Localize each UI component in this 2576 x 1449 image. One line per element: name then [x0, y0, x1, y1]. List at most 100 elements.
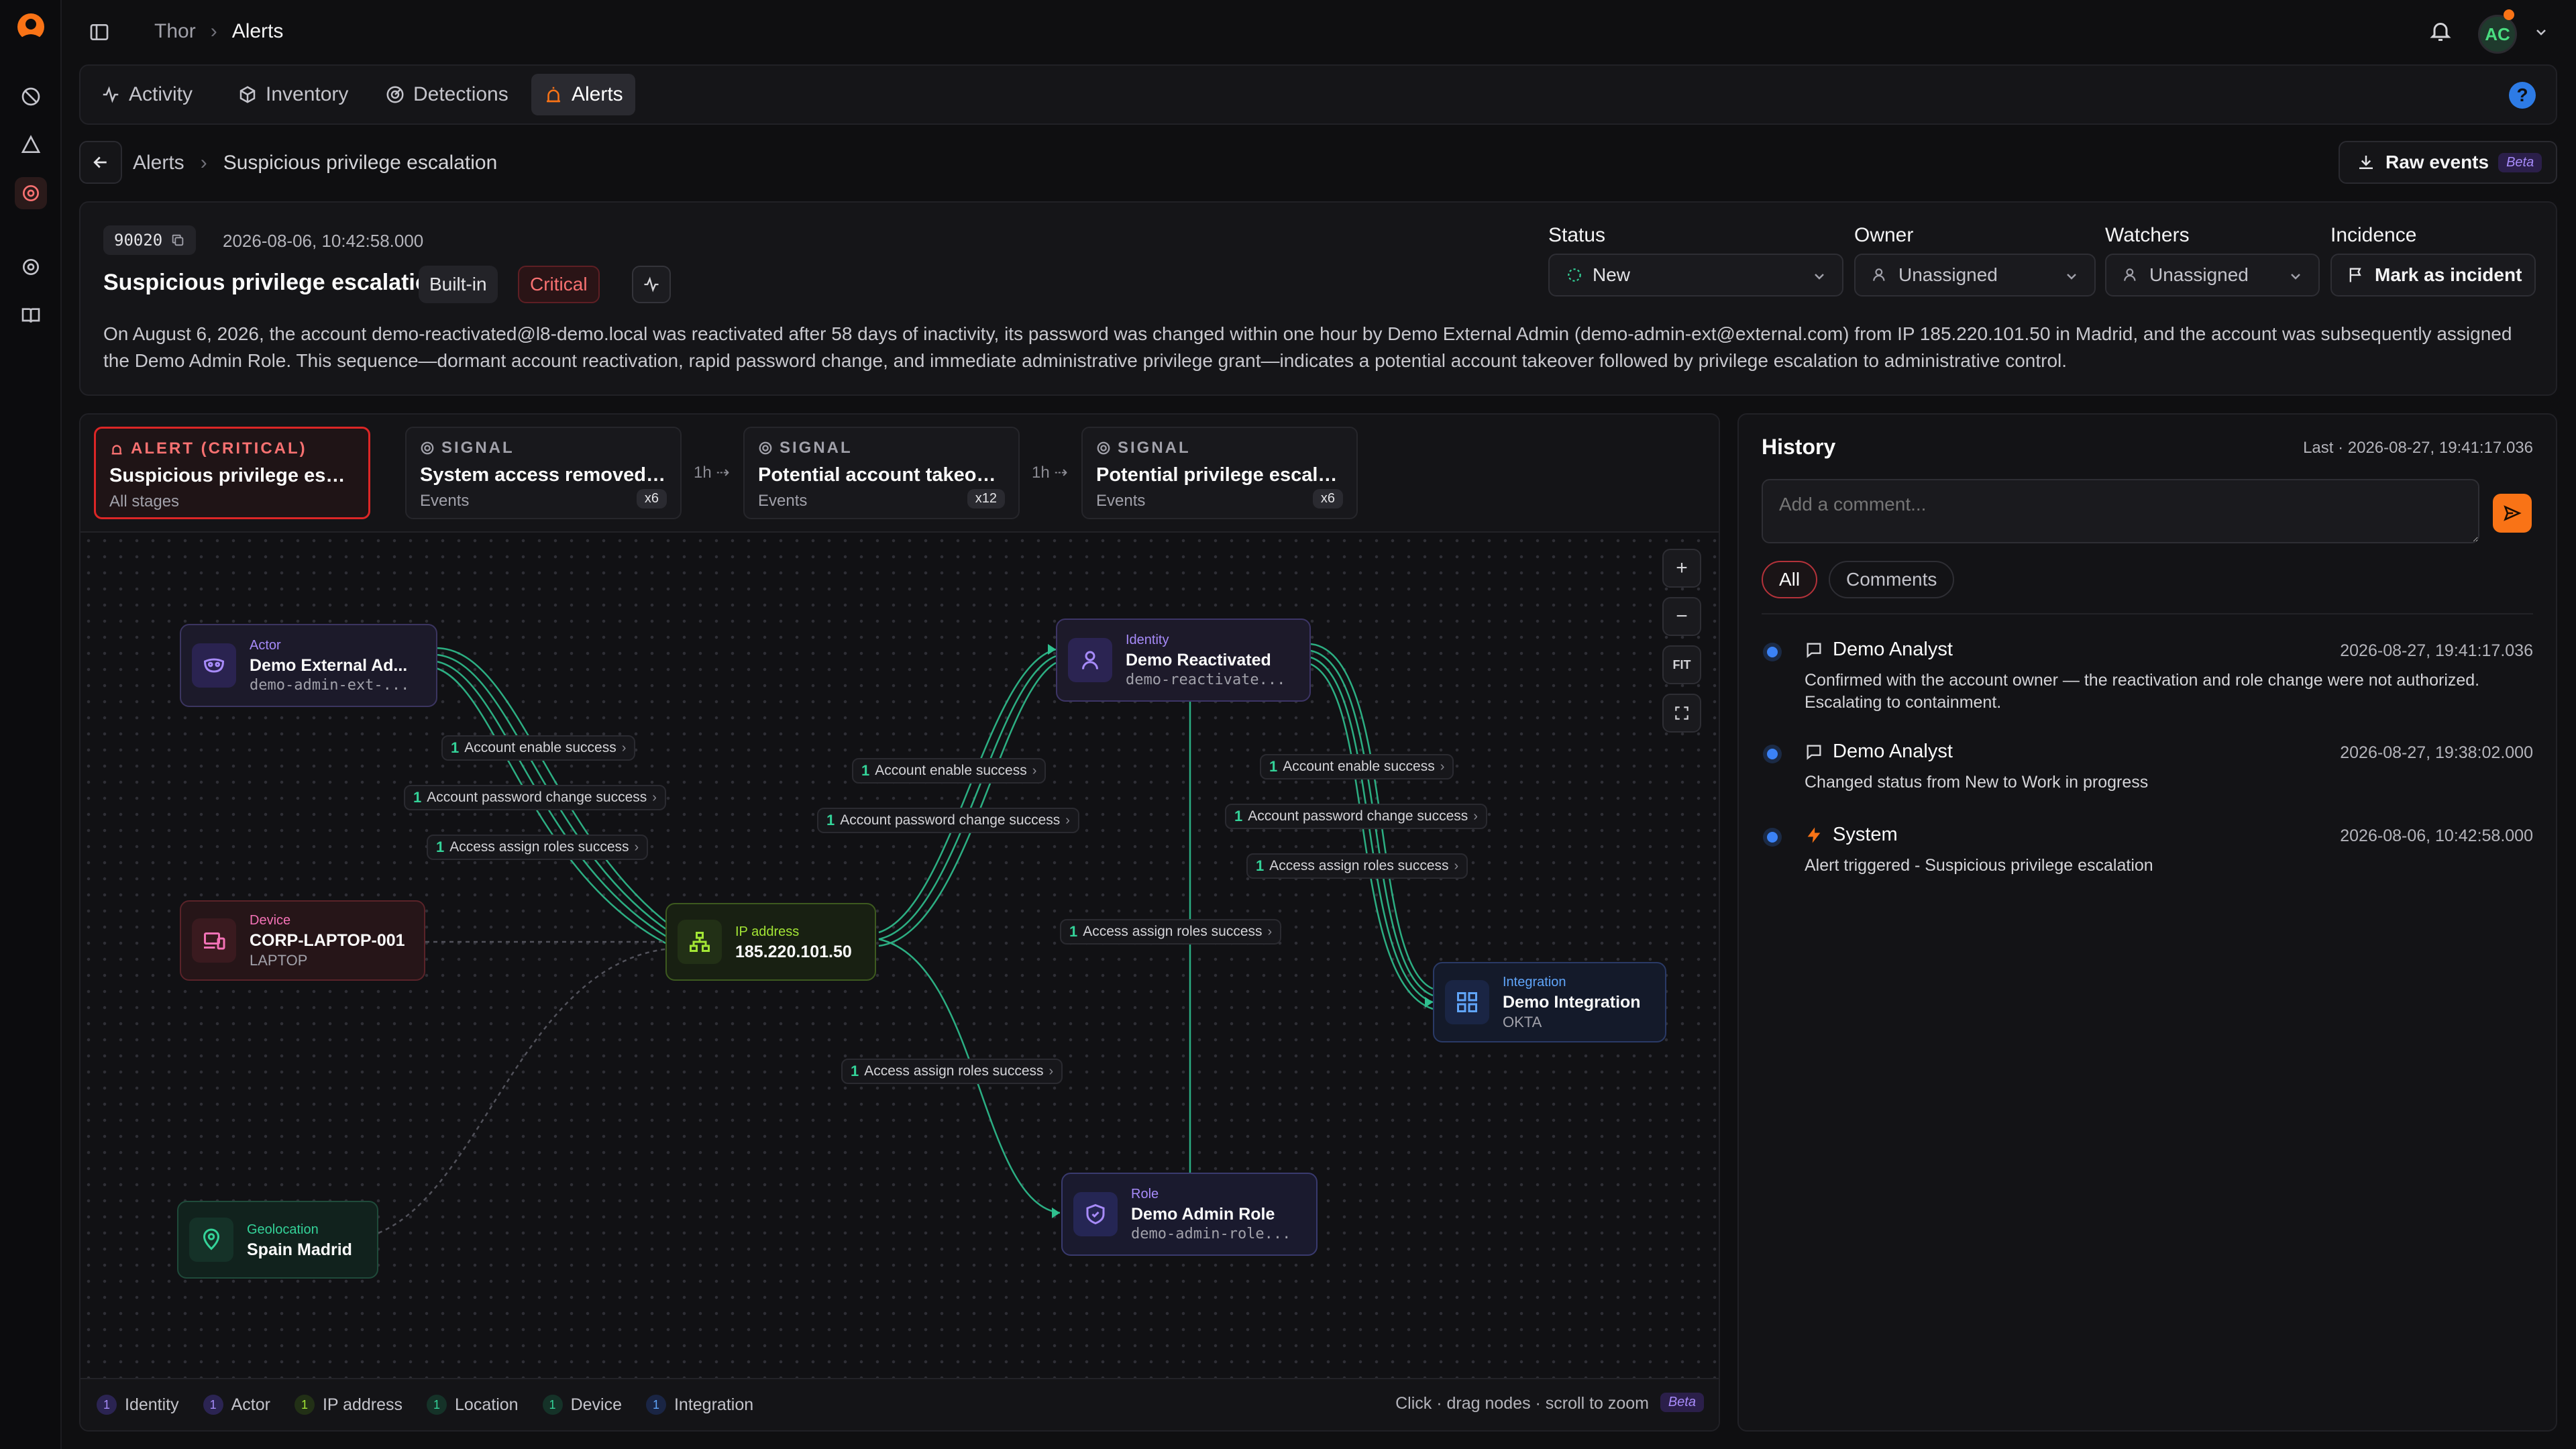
stage-signal-1[interactable]: SIGNAL System access removed ... Events …	[405, 427, 682, 519]
user-icon	[1068, 638, 1112, 682]
edge-count: 1	[861, 762, 870, 779]
entry-time: 2026-08-06, 10:42:58.000	[2340, 826, 2533, 845]
send-comment-button[interactable]	[2493, 494, 2532, 533]
watchers-label: Watchers	[2105, 224, 2190, 246]
node-kind: Device	[250, 913, 291, 928]
entry-time: 2026-08-27, 19:41:17.036	[2340, 641, 2533, 660]
bolt-icon	[1807, 826, 1821, 843]
filter-comments[interactable]: Comments	[1829, 561, 1955, 598]
watchers-select[interactable]: Unassigned	[2105, 254, 2320, 297]
tab-activity[interactable]: Activity	[89, 74, 205, 115]
activity-button[interactable]	[632, 266, 671, 303]
chevron-down-icon[interactable]	[2533, 24, 2549, 44]
owner-select[interactable]: Unassigned	[1854, 254, 2096, 297]
chevron-right-icon: ›	[1440, 759, 1445, 774]
node-kind: Identity	[1126, 633, 1169, 647]
graph-edges	[378, 643, 1434, 1234]
nav-shield-off-icon[interactable]	[15, 80, 47, 113]
divider	[1762, 613, 2533, 614]
zoom-out-button[interactable]: −	[1662, 597, 1701, 636]
mark-as-incident-button[interactable]: Mark as incident	[2330, 254, 2536, 297]
arrow-left-icon	[93, 156, 107, 168]
graph-hint: Click · drag nodes · scroll to zoom	[1395, 1394, 1649, 1413]
stage-count: x6	[636, 489, 667, 508]
edge-text: Account enable success	[1283, 759, 1435, 774]
comment-input[interactable]	[1762, 479, 2479, 543]
alert-id-badge[interactable]: 90020	[103, 225, 197, 255]
alarm-icon	[547, 87, 560, 103]
edge-actor-ip	[435, 660, 672, 941]
stage-signal-3[interactable]: SIGNAL Potential privilege escala... Eve…	[1081, 427, 1358, 519]
edge-text: Account enable success	[464, 740, 616, 755]
nav-triangle-icon[interactable]	[15, 129, 47, 161]
edge-text: Account password change success	[840, 812, 1061, 828]
breadcrumb-alerts-link[interactable]: Alerts	[133, 152, 184, 174]
edge-count: 1	[413, 789, 422, 806]
node-kind: Actor	[250, 638, 281, 653]
legend-label: Location	[455, 1395, 519, 1414]
back-button[interactable]	[79, 141, 122, 184]
edge-text: Account password change success	[1248, 808, 1468, 824]
help-icon[interactable]: ?	[2509, 82, 2536, 109]
chevron-right-icon: ›	[1032, 763, 1037, 778]
breadcrumb-current[interactable]: Alerts	[231, 20, 284, 42]
sidebar-toggle-icon[interactable]	[86, 19, 113, 46]
stage-signal-2[interactable]: SIGNAL Potential account takeover Events…	[743, 427, 1020, 519]
send-icon	[2504, 505, 2522, 521]
entry-message: Alert triggered - Suspicious privilege e…	[1805, 856, 2153, 875]
stage-gap-label: 1h ⇢	[694, 464, 730, 482]
stage-title: Potential account takeover	[758, 464, 1005, 486]
avatar[interactable]: AC	[2478, 15, 2517, 54]
bell-icon[interactable]	[2428, 19, 2455, 46]
edge-count: 1	[1069, 923, 1078, 940]
raw-events-button[interactable]: Raw events Beta	[2339, 141, 2557, 184]
nav-docs-icon[interactable]	[15, 299, 47, 331]
tab-inventory[interactable]: Inventory	[225, 74, 360, 115]
shield-icon	[1073, 1192, 1118, 1236]
status-select[interactable]: New	[1548, 254, 1843, 297]
app-logo-icon[interactable]	[13, 11, 48, 51]
chevron-right-icon: ›	[1065, 812, 1070, 828]
fullscreen-button[interactable]	[1662, 694, 1701, 733]
edge-arrowhead	[1048, 644, 1056, 655]
stage-kicker: SIGNAL	[1118, 439, 1191, 457]
nav-alerts-icon[interactable]	[15, 177, 47, 209]
alert-id: 90020	[114, 231, 163, 250]
nav-settings-icon[interactable]	[15, 251, 47, 283]
breadcrumb-root[interactable]: Thor	[154, 20, 196, 42]
stage-count: x6	[1312, 489, 1343, 508]
stage-alert[interactable]: ALERT (CRITICAL) Suspicious privilege es…	[94, 427, 370, 519]
zoom-in-button[interactable]: +	[1662, 549, 1701, 588]
tab-alerts[interactable]: Alerts	[531, 74, 635, 115]
chevron-down-icon	[2291, 274, 2300, 280]
fit-button[interactable]: FIT	[1662, 645, 1701, 684]
status-value: New	[1593, 264, 1631, 285]
tab-detections[interactable]: Detections	[373, 74, 521, 115]
filter-all[interactable]: All	[1762, 561, 1818, 598]
laptop-icon	[192, 918, 236, 963]
